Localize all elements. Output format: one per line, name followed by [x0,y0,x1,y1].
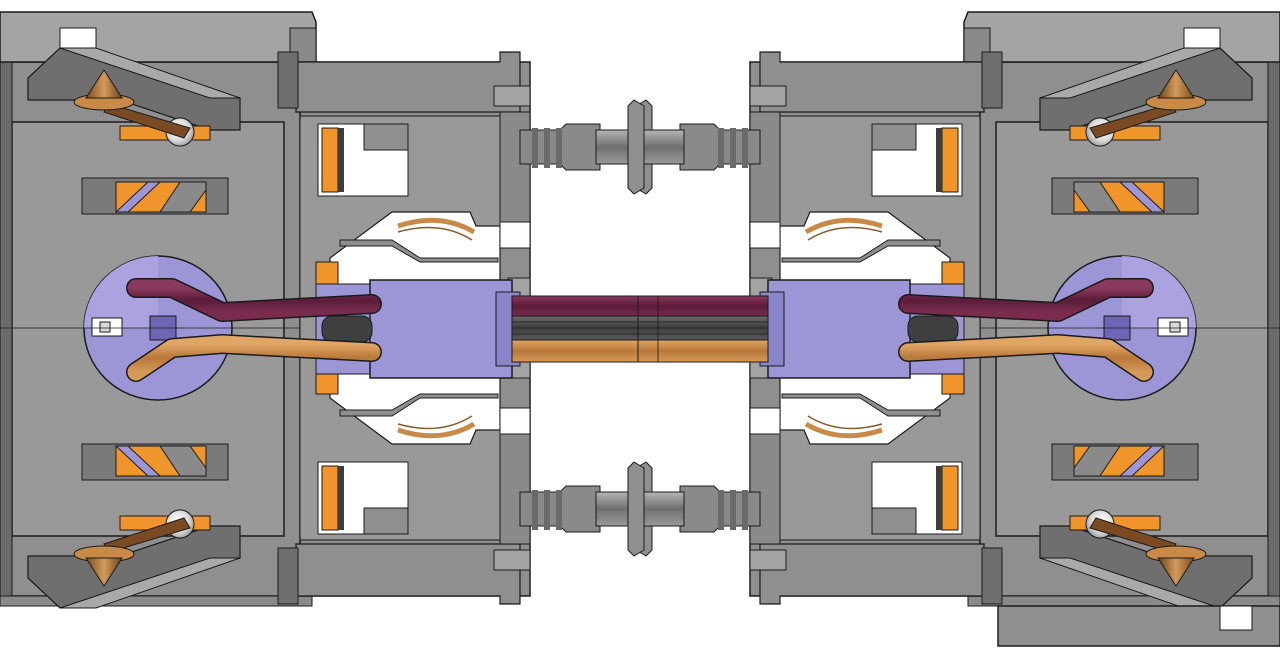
bottom-right-notch [1219,605,1253,631]
bottom-right-bracket [997,605,1280,647]
